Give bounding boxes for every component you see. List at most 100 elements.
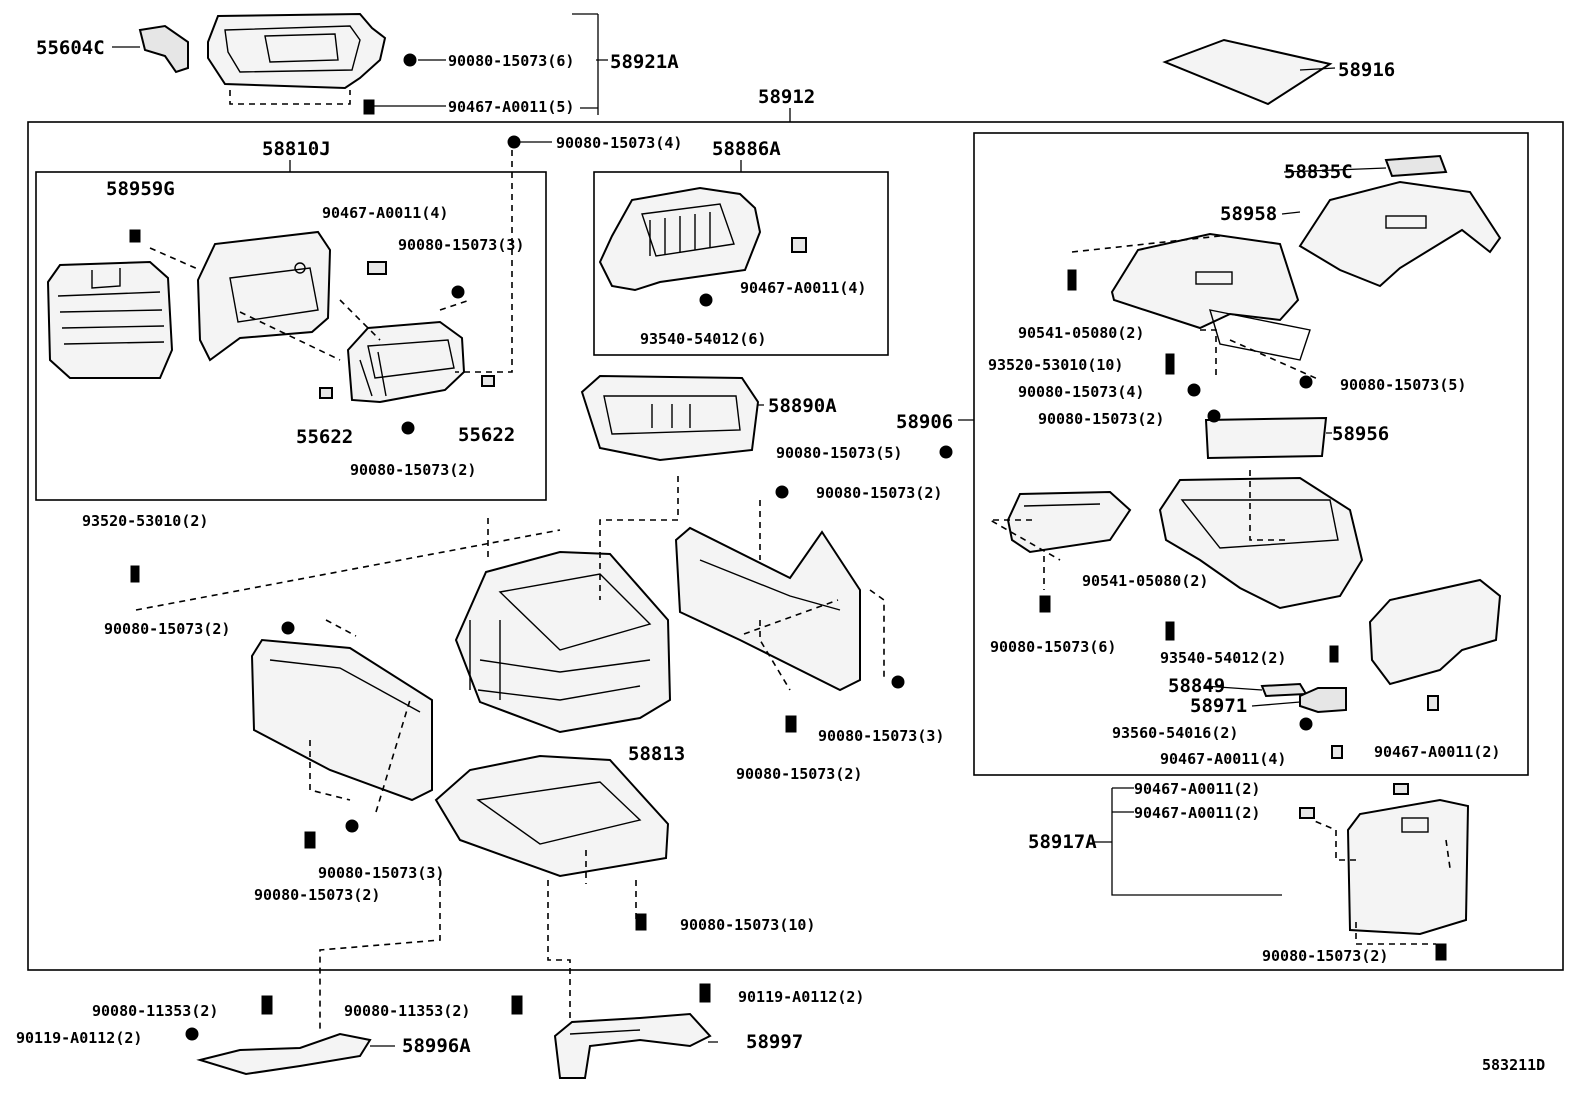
bolt-r2-icon [1207, 409, 1221, 423]
label-fastener-bot-2: 90080-15073(2) [254, 886, 380, 904]
part-58916-shape [1162, 38, 1333, 106]
part-58886A-shape [598, 186, 762, 292]
label-fastener-886-screw: 93540-54012(6) [640, 330, 766, 348]
part-58810J-bezel-shape [196, 230, 332, 362]
label-fastener-r-6: 90080-15073(6) [990, 638, 1116, 656]
part-58917A-shape [1346, 798, 1470, 936]
label-fastener-886-clip: 90467-A0011(4) [740, 279, 866, 297]
label-58849: 58849 [1168, 675, 1225, 697]
label-58912: 58912 [758, 86, 815, 108]
bolt-bot-10-icon [635, 913, 647, 931]
bolt-r4-icon [1187, 383, 1201, 397]
clip-58959G-icon [129, 229, 141, 243]
label-58886A: 58886A [712, 138, 781, 160]
label-fastener-r-93560: 93560-54016(2) [1112, 724, 1238, 742]
box-right-armrest-frame [973, 132, 1529, 776]
dash-main-bolt [455, 150, 513, 373]
leaders-group [112, 46, 1387, 1047]
bolt-bot-2-icon [304, 831, 316, 849]
dash-right-group [986, 235, 1321, 590]
part-lower-tray-shape [434, 754, 670, 878]
part-58906-bracket-shape [1006, 490, 1132, 554]
label-fastener-mid-2a: 90080-15073(2) [816, 484, 942, 502]
dash-58810J-group [149, 247, 471, 361]
part-58849-shape [1260, 682, 1308, 698]
diagram-id: 583211D [1482, 1056, 1545, 1074]
label-fastener-mid-5: 90080-15073(5) [776, 444, 902, 462]
bolt-r5-icon [1299, 375, 1313, 389]
part-55604C-shape [138, 24, 189, 74]
label-58906: 58906 [896, 411, 953, 433]
label-fastener-left-clip: 90467-A0011(4) [322, 204, 448, 222]
label-fastener-btm-a0112a: 90119-A0112(2) [16, 1029, 142, 1047]
label-58959G: 58959G [106, 178, 175, 200]
bracket-58921A [572, 13, 599, 115]
clip-917a-icon [1393, 783, 1409, 795]
label-58813: 58813 [628, 743, 685, 765]
part-rear-cover-shape [1368, 578, 1502, 686]
leader-58916 [1299, 67, 1336, 71]
screw-93560-icon [1299, 717, 1313, 731]
label-fastener-r-clip4: 90467-A0011(4) [1160, 750, 1286, 768]
clip-top-b-icon [363, 99, 375, 115]
screw-90541a-icon [1067, 269, 1077, 291]
label-fastener-left-2: 90080-15073(2) [104, 620, 230, 638]
part-left-side-panel-shape [250, 638, 433, 802]
label-fastener-btm-11353b: 90080-11353(2) [344, 1002, 470, 1020]
label-58971: 58971 [1190, 695, 1247, 717]
bolt-left-icon [451, 285, 465, 299]
part-armrest-body-shape [1110, 232, 1311, 361]
part-58810J-bracket-shape [346, 320, 466, 404]
part-58921A-shape [207, 12, 387, 105]
label-fastener-r-90541a: 90541-05080(2) [1018, 324, 1144, 342]
screw-90541b-icon [1165, 621, 1175, 641]
dash-lower [319, 850, 637, 1030]
clip-55622-right-icon [481, 375, 495, 387]
bolt-mid-5-icon [939, 445, 953, 459]
main-assembly-frame [27, 121, 1564, 971]
label-fastener-917a: 90467-A0011(2) [1134, 780, 1260, 798]
bolt-left-bottom-icon [401, 421, 415, 435]
label-58996A: 58996A [402, 1035, 471, 1057]
label-fastener-btm-11353a: 90080-11353(2) [92, 1002, 218, 1020]
part-58890A-shape [580, 374, 760, 462]
label-fastener-r-4: 90080-15073(4) [1018, 383, 1144, 401]
label-58890A: 58890A [768, 395, 837, 417]
label-58835C: 58835C [1284, 161, 1353, 183]
label-fastener-main-top: 90080-15073(4) [556, 134, 682, 152]
clip-r2-icon [1427, 695, 1439, 711]
bolt-bot-3-icon [345, 819, 359, 833]
label-55604C: 55604C [36, 37, 105, 59]
label-fastener-r-93520: 93520-53010(10) [988, 356, 1123, 374]
part-58996A-shape [196, 1032, 372, 1076]
box-58810J-frame [35, 171, 547, 501]
clip-55622-left-icon [319, 387, 333, 399]
label-fastener-r-90541b: 90541-05080(2) [1082, 572, 1208, 590]
part-58971-shape [1299, 687, 1347, 714]
label-55622-right: 55622 [458, 424, 515, 446]
label-fastener-r-5: 90080-15073(5) [1340, 376, 1466, 394]
clip-58886A-icon [791, 237, 807, 253]
dash-console-upper [135, 476, 679, 611]
label-fastener-top-a: 90080-15073(6) [448, 52, 574, 70]
bolt-mid-2b-icon [785, 715, 797, 733]
label-58958: 58958 [1220, 203, 1277, 225]
bolt-mid-3-icon [891, 675, 905, 689]
label-58810J: 58810J [262, 138, 331, 160]
label-fastener-r-clip2: 90467-A0011(2) [1374, 743, 1500, 761]
label-fastener-mid-3: 90080-15073(3) [818, 727, 944, 745]
part-58997-shape [553, 1012, 712, 1079]
label-fastener-r-2: 90080-15073(2) [1038, 410, 1164, 428]
part-58835C-shape [1384, 154, 1448, 178]
clip-r4-icon [1331, 745, 1343, 759]
label-fastener-bot-10: 90080-15073(10) [680, 916, 815, 934]
label-fastener-bot-3: 90080-15073(3) [318, 864, 444, 882]
label-fastener-left-bolt: 90080-15073(3) [398, 236, 524, 254]
part-console-box-shape [1158, 476, 1364, 610]
screw-93540-right-icon [1329, 645, 1339, 663]
label-fastener-left-bottom: 90080-15073(2) [350, 461, 476, 479]
bolt-r6-icon [1039, 595, 1051, 613]
label-58997: 58997 [746, 1031, 803, 1053]
